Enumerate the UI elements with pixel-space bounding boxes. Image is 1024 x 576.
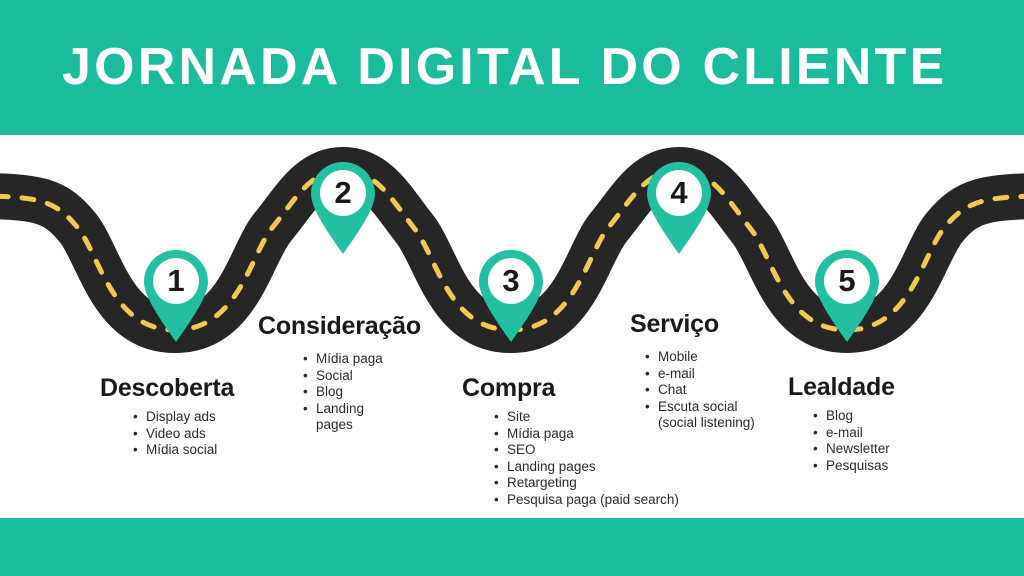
stage-title-2: Consideração [258,312,421,340]
pin-shape-icon [647,162,711,254]
stage-list-1: Display ads Video ads Mídia social [100,409,234,459]
pin-number-2: 2 [334,175,352,210]
stage-list-3: Site Mídia paga SEO Landing pages Retarg… [462,409,679,508]
list-item: Blog [303,384,421,401]
stage-block-consideracao: Consideração Mídia paga Social Blog Land… [258,312,421,434]
pin-number-4: 4 [670,175,688,210]
list-item: e-mail [645,366,755,383]
list-item: SEO [494,442,679,459]
stage-block-lealdade: Lealdade Blog e-mail Newsletter Pesquisa… [788,373,895,474]
stage-block-descoberta: Descoberta Display ads Video ads Mídia s… [100,374,234,459]
pin-number-1: 1 [167,263,185,298]
list-item: Landing [303,401,421,418]
stage-title-1: Descoberta [100,374,235,402]
footer-band [0,518,1024,576]
pin-shape-icon [815,250,879,342]
map-pin-2[interactable]: 2 [311,162,375,254]
list-item: Chat [645,382,755,399]
stage-title-5: Lealdade [788,373,895,401]
list-item: Display ads [133,409,234,426]
list-item: Retargeting [494,475,679,492]
pin-shape-icon [311,162,375,254]
map-pin-1[interactable]: 1 [144,250,208,342]
header-band: JORNADA DIGITAL DO CLIENTE [0,0,1024,135]
stage-list-5: Blog e-mail Newsletter Pesquisas [788,408,895,474]
list-item: Newsletter [813,441,895,458]
stage-block-compra: Compra Site Mídia paga SEO Landing pages… [462,374,679,508]
list-item: Pesquisa paga (paid search) [494,492,679,509]
stage-list-4: Mobile e-mail Chat Escuta social (social… [630,349,755,432]
stage-list-2: Mídia paga Social Blog Landing pages [258,351,421,434]
pin-number-3: 3 [502,263,520,298]
list-item: Escuta social [645,399,755,416]
map-pin-3[interactable]: 3 [479,250,543,342]
list-item: Mídia paga [303,351,421,368]
list-item-continuation: pages [316,417,353,432]
stage-block-servico: Serviço Mobile e-mail Chat Escuta social… [630,310,755,432]
page-title: JORNADA DIGITAL DO CLIENTE [62,38,948,96]
list-item: Mídia paga [494,426,679,443]
list-item: Pesquisas [813,458,895,475]
stage-title-4: Serviço [630,310,719,338]
pin-shape-icon [479,250,543,342]
pin-shape-icon [144,250,208,342]
pin-number-5: 5 [838,263,856,298]
stage-title-3: Compra [462,374,556,402]
list-item: Mobile [645,349,755,366]
list-item: Landing pages [494,459,679,476]
list-item: Mídia social [133,442,234,459]
list-item: Social [303,368,421,385]
list-item-continuation: (social listening) [658,415,755,430]
list-item: e-mail [813,425,895,442]
list-item: Video ads [133,426,234,443]
list-item: Blog [813,408,895,425]
map-pin-4[interactable]: 4 [647,162,711,254]
list-item: Site [494,409,679,426]
map-pin-5[interactable]: 5 [815,250,879,342]
